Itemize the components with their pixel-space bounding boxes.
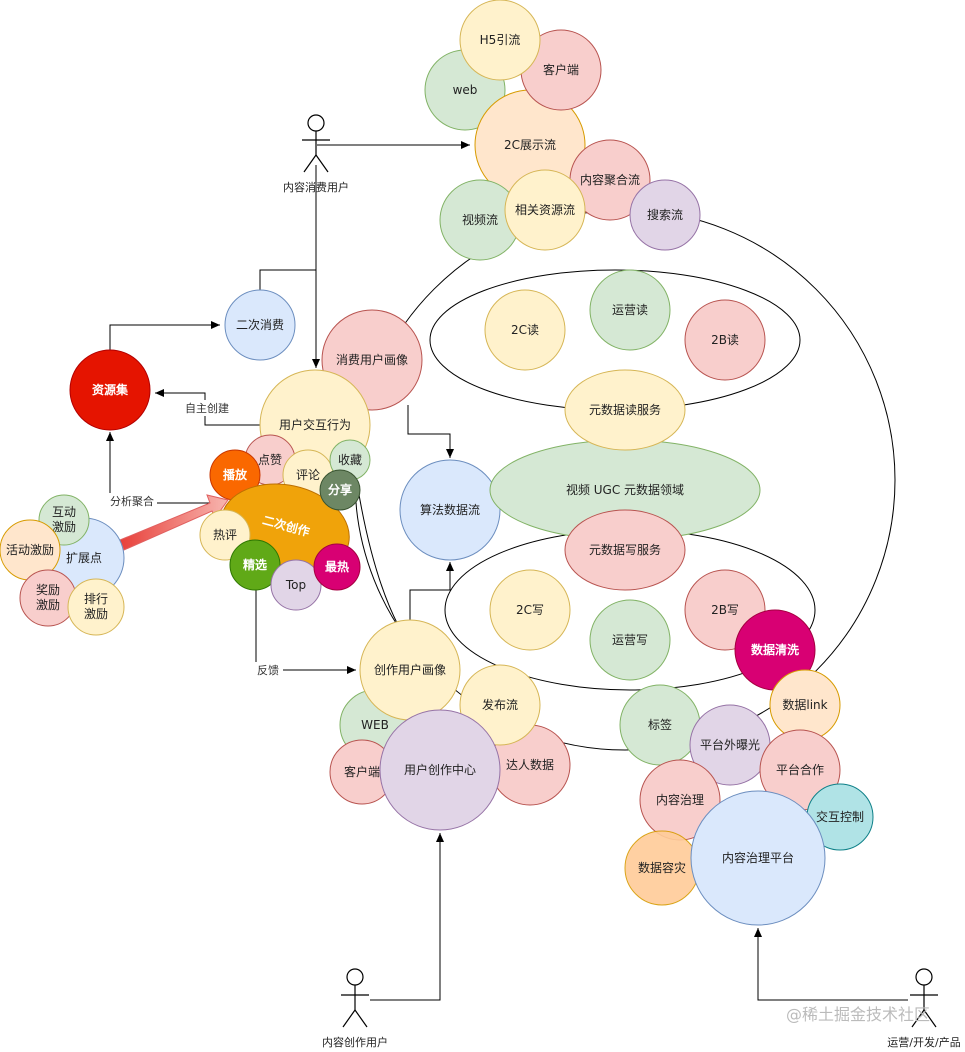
- node-2b-read: [684, 299, 766, 381]
- node-outside-exposure-label: 平台外曝光: [700, 737, 760, 752]
- node-share: [319, 469, 361, 511]
- node-rank-incentive-label-1: 排行: [84, 592, 108, 606]
- node-reward-incentive-label-1: 奖励: [36, 583, 60, 597]
- node-rank-incentive: [67, 578, 125, 636]
- actor-creator: [341, 968, 369, 1028]
- node-meta-write-label: 元数据写服务: [589, 542, 661, 557]
- node-reward-incentive-label-2: 激励: [36, 598, 60, 612]
- node-hottest: [313, 543, 361, 591]
- node-web-top-label: web: [453, 83, 478, 97]
- node-domain-label: 视频 UGC 元数据领域: [566, 482, 684, 497]
- node-selected-label: 精选: [243, 557, 267, 572]
- node-talent-data-label: 达人数据: [506, 757, 554, 772]
- node-algo-flow-label: 算法数据流: [420, 502, 480, 517]
- node-2b-write-label: 2B写: [711, 603, 739, 617]
- node-data-link-label: 数据link: [782, 697, 827, 712]
- node-2c-show-label: 2C展示流: [504, 138, 556, 152]
- node-meta-write: [564, 509, 686, 591]
- node-interact-incentive-label-1: 互动: [52, 505, 76, 519]
- node-fav-label: 收藏: [338, 453, 362, 467]
- node-rank-incentive-label-2: 激励: [84, 607, 108, 621]
- node-share-label: 分享: [328, 482, 352, 497]
- node-comment-label: 评论: [296, 468, 320, 482]
- node-hottest-label: 最热: [325, 559, 349, 574]
- node-2b-read-label: 2B读: [711, 333, 739, 347]
- watermark: @稀土掘金技术社区: [786, 1005, 930, 1024]
- actor-ops-label: 运营/开发/产品: [887, 1035, 960, 1049]
- edge-label-feedback: 反馈: [257, 664, 279, 677]
- node-agg-label: 内容聚合流: [580, 172, 640, 187]
- node-ops-write-label: 运营写: [612, 633, 648, 647]
- node-gov-platform: [690, 790, 826, 926]
- node-ops-read-label: 运营读: [612, 303, 648, 317]
- node-content-gov-label: 内容治理: [656, 792, 704, 807]
- node-algo-flow: [399, 459, 501, 561]
- node-play-label: 播放: [223, 467, 248, 482]
- node-selected: [229, 539, 281, 591]
- node-ops-read: [589, 269, 671, 351]
- node-resource-set-label: 资源集: [92, 382, 129, 397]
- node-second-consume-label: 二次消费: [236, 318, 284, 332]
- node-client-bottom-label: 客户端: [344, 764, 380, 779]
- node-h5: [459, 0, 541, 81]
- node-like-label: 点赞: [258, 453, 282, 467]
- node-web-bottom-label: WEB: [361, 718, 389, 732]
- node-ops-write: [589, 599, 671, 681]
- node-hot-comment-label: 热评: [213, 528, 237, 542]
- node-meta-read-label: 元数据读服务: [589, 402, 661, 417]
- node-video-flow-label: 视频流: [462, 212, 498, 227]
- node-meta-read: [564, 369, 686, 451]
- node-client-top-label: 客户端: [543, 62, 579, 77]
- node-second-consume: [224, 289, 296, 361]
- node-related-label: 相关资源流: [515, 203, 575, 217]
- node-2c-read: [484, 289, 566, 371]
- node-top-label: Top: [285, 578, 306, 592]
- actor-consumer-label: 内容消费用户: [283, 180, 349, 194]
- node-h5-label: H5引流: [480, 33, 521, 47]
- node-tag-label: 标签: [648, 717, 672, 732]
- edge-label-analyze-agg: 分析聚合: [110, 494, 154, 508]
- node-user-interaction-label: 用户交互行为: [279, 417, 351, 432]
- actor-ops: [910, 968, 938, 1028]
- node-activity-incentive-label: 活动激励: [6, 543, 54, 557]
- node-2c-write: [489, 569, 571, 651]
- actor-consumer: [302, 114, 330, 173]
- node-expand-point-label: 扩展点: [66, 551, 102, 565]
- node-gov-platform-label: 内容治理平台: [722, 850, 794, 865]
- node-related: [504, 169, 586, 251]
- node-top: [270, 559, 322, 611]
- node-consumer-portrait-label: 消费用户画像: [336, 352, 408, 367]
- big-arrow: [119, 494, 229, 551]
- node-publish-flow-label: 发布流: [482, 697, 518, 712]
- node-creation-center-label: 用户创作中心: [404, 762, 476, 777]
- node-search-label: 搜索流: [647, 207, 683, 222]
- node-data-clean-label: 数据清洗: [751, 642, 799, 657]
- node-2c-read-label: 2C读: [511, 323, 539, 337]
- node-creator-portrait-label: 创作用户画像: [374, 662, 446, 677]
- node-2c-write-label: 2C写: [516, 603, 544, 617]
- node-resource-set: [69, 349, 151, 431]
- node-platform-coop-label: 平台合作: [776, 762, 824, 777]
- node-creation-center: [379, 709, 501, 831]
- node-search: [629, 179, 701, 251]
- node-disaster-label: 数据容灾: [638, 860, 686, 875]
- edge-label-self-create: 自主创建: [185, 401, 229, 415]
- actor-creator-label: 内容创作用户: [322, 1035, 388, 1049]
- node-interact-incentive-label-2: 激励: [52, 520, 76, 534]
- node-interaction-ctrl-label: 交互控制: [816, 809, 864, 824]
